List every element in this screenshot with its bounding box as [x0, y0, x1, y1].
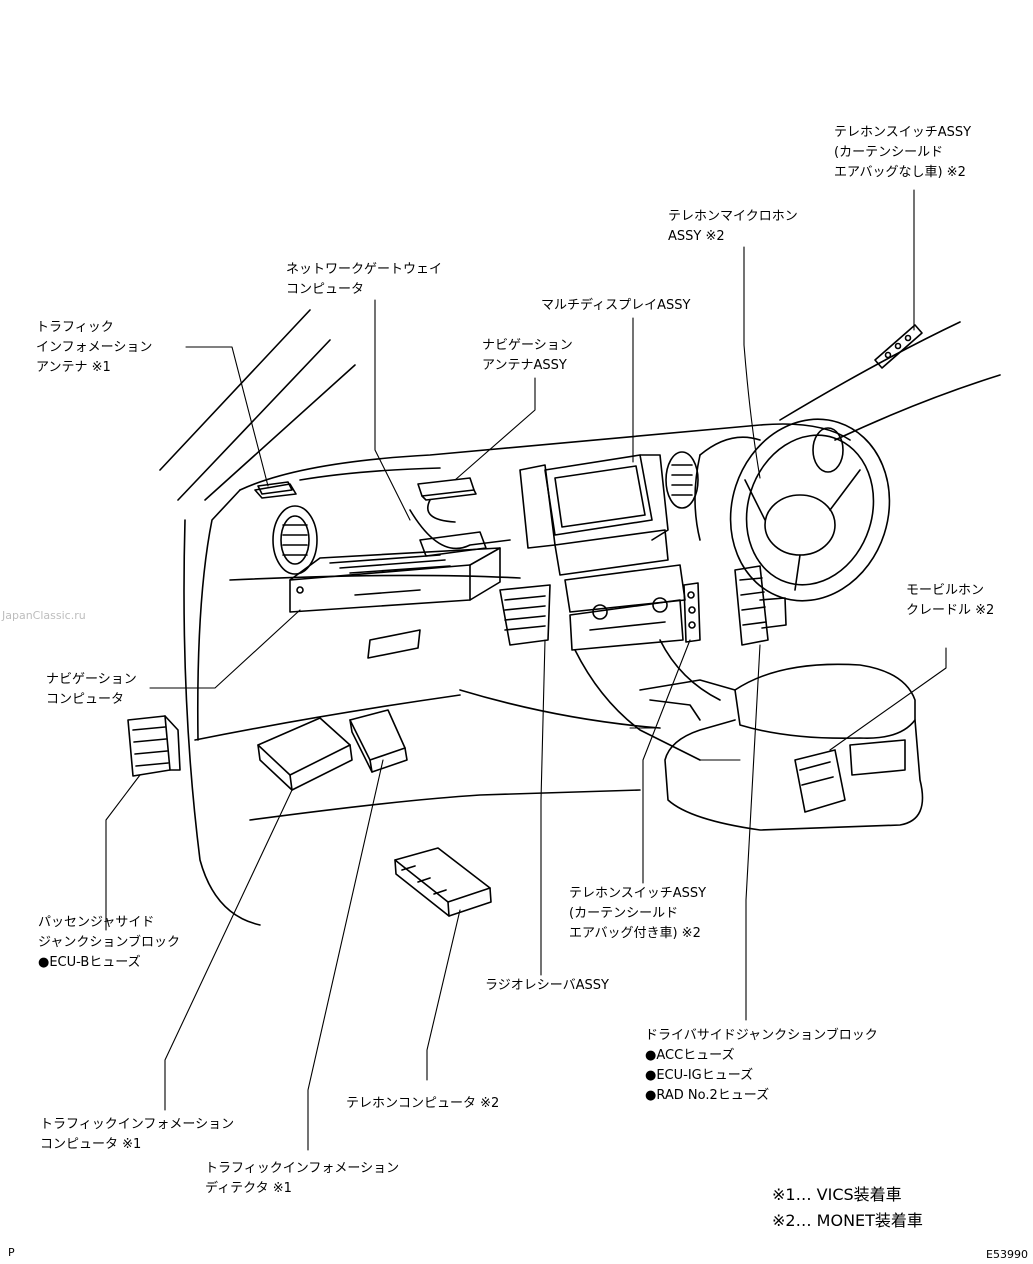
radio-receiver-shape [499, 584, 551, 646]
label-line: ●ECU-IGヒューズ [645, 1068, 754, 1083]
label-line: トラフィックインフォメーション [40, 1117, 235, 1132]
traffic-computer-shape [257, 717, 353, 791]
label-line: アンテナ ※1 [36, 360, 111, 375]
traffic-antenna-shape [257, 481, 293, 495]
label-line: モービルホン [906, 583, 985, 598]
gateway-wiring [409, 499, 511, 557]
passenger-jb-shape [127, 715, 181, 777]
label-multi-display: マルチディスプレイASSY [541, 296, 690, 316]
label-tel-switch-with-curtain: テレホンスイッチASSY (カーテンシールド エアバッグ付き車) ※2 [569, 884, 706, 944]
label-line: テレホンマイクロホン [668, 209, 798, 224]
legend: ※1… VICS装着車 ※2… MONET装着車 [772, 1182, 923, 1234]
watermark: JapanClassic.ru [2, 609, 86, 622]
label-line: ●ACCヒューズ [645, 1048, 735, 1063]
legend-item: ※1… VICS装着車 [772, 1185, 902, 1204]
label-line: コンピュータ [46, 692, 125, 707]
legend-item: ※2… MONET装着車 [772, 1211, 923, 1230]
label-line: パッセンジャサイド [38, 915, 155, 930]
label-mobile-cradle: モービルホン クレードル ※2 [906, 581, 994, 621]
label-line: エアバッグなし車) ※2 [834, 165, 966, 180]
label-line: テレホンスイッチASSY [569, 886, 707, 901]
label-line: ●ECU-Bヒューズ [38, 955, 141, 970]
label-line: マルチディスプレイASSY [541, 298, 691, 313]
label-line: ナビゲーション [46, 672, 137, 687]
leader-lines [105, 189, 947, 1151]
label-nav-antenna: ナビゲーション アンテナASSY [482, 336, 573, 376]
label-network-gateway: ネットワークゲートウェイ コンピュータ [286, 260, 442, 300]
tel-switch-center-shape [683, 582, 701, 643]
dashboard-body [183, 423, 851, 926]
tel-switch-pillar-shape [874, 324, 923, 369]
traffic-detector-shape [349, 709, 408, 773]
label-line: ドライバサイドジャンクションブロック [645, 1028, 878, 1043]
label-traffic-computer: トラフィックインフォメーション コンピュータ ※1 [40, 1115, 234, 1155]
label-line: ディテクタ ※1 [205, 1181, 292, 1196]
label-nav-computer: ナビゲーション コンピュータ [46, 670, 137, 710]
label-tel-computer: テレホンコンピュータ ※2 [346, 1094, 499, 1114]
label-line: (カーテンシールド [569, 906, 679, 921]
figure-code: E53990 [986, 1248, 1028, 1261]
label-line: ジャンクションブロック [38, 935, 180, 950]
tel-computer-shape [394, 847, 492, 917]
windshield-lines [159, 309, 1001, 501]
center-console [519, 451, 721, 761]
label-line: クレードル ※2 [906, 603, 995, 618]
label-traffic-detector: トラフィックインフォメーション ディテクタ ※1 [205, 1159, 399, 1199]
label-radio-receiver: ラジオレシーバASSY [485, 976, 609, 996]
label-line: ●RAD No.2ヒューズ [645, 1088, 770, 1103]
label-passenger-jb: パッセンジャサイド ジャンクションブロック ●ECU-Bヒューズ [38, 913, 180, 973]
label-traffic-antenna: トラフィック インフォメーション アンテナ ※1 [36, 318, 152, 378]
label-line: アンテナASSY [482, 358, 567, 373]
label-line: ラジオレシーバASSY [485, 978, 609, 993]
corner-mark-left: P [8, 1246, 15, 1259]
label-driver-jb: ドライバサイドジャンクションブロック ●ACCヒューズ ●ECU-IGヒューズ … [645, 1026, 878, 1106]
nav-antenna-shape [417, 477, 477, 501]
nav-computer-shape [289, 547, 501, 613]
label-line: ナビゲーション [482, 338, 573, 353]
label-tel-microphone: テレホンマイクロホン ASSY ※2 [668, 207, 798, 247]
label-line: コンピュータ ※1 [40, 1137, 142, 1152]
label-line: ネットワークゲートウェイ [286, 262, 443, 277]
floor-console [639, 663, 924, 831]
label-line: トラフィックインフォメーション [205, 1161, 400, 1176]
label-line: エアバッグ付き車) ※2 [569, 926, 701, 941]
label-line: コンピュータ [286, 282, 365, 297]
steering-wheel [694, 418, 891, 602]
label-tel-switch-no-curtain: テレホンスイッチASSY (カーテンシールド エアバッグなし車) ※2 [834, 123, 971, 183]
label-line: ASSY ※2 [668, 229, 725, 244]
label-line: インフォメーション [36, 340, 153, 355]
label-line: (カーテンシールド [834, 145, 944, 160]
label-line: テレホンコンピュータ ※2 [346, 1096, 500, 1111]
label-line: テレホンスイッチASSY [834, 125, 972, 140]
driver-jb-shape [734, 565, 787, 646]
label-line: トラフィック [36, 320, 114, 335]
